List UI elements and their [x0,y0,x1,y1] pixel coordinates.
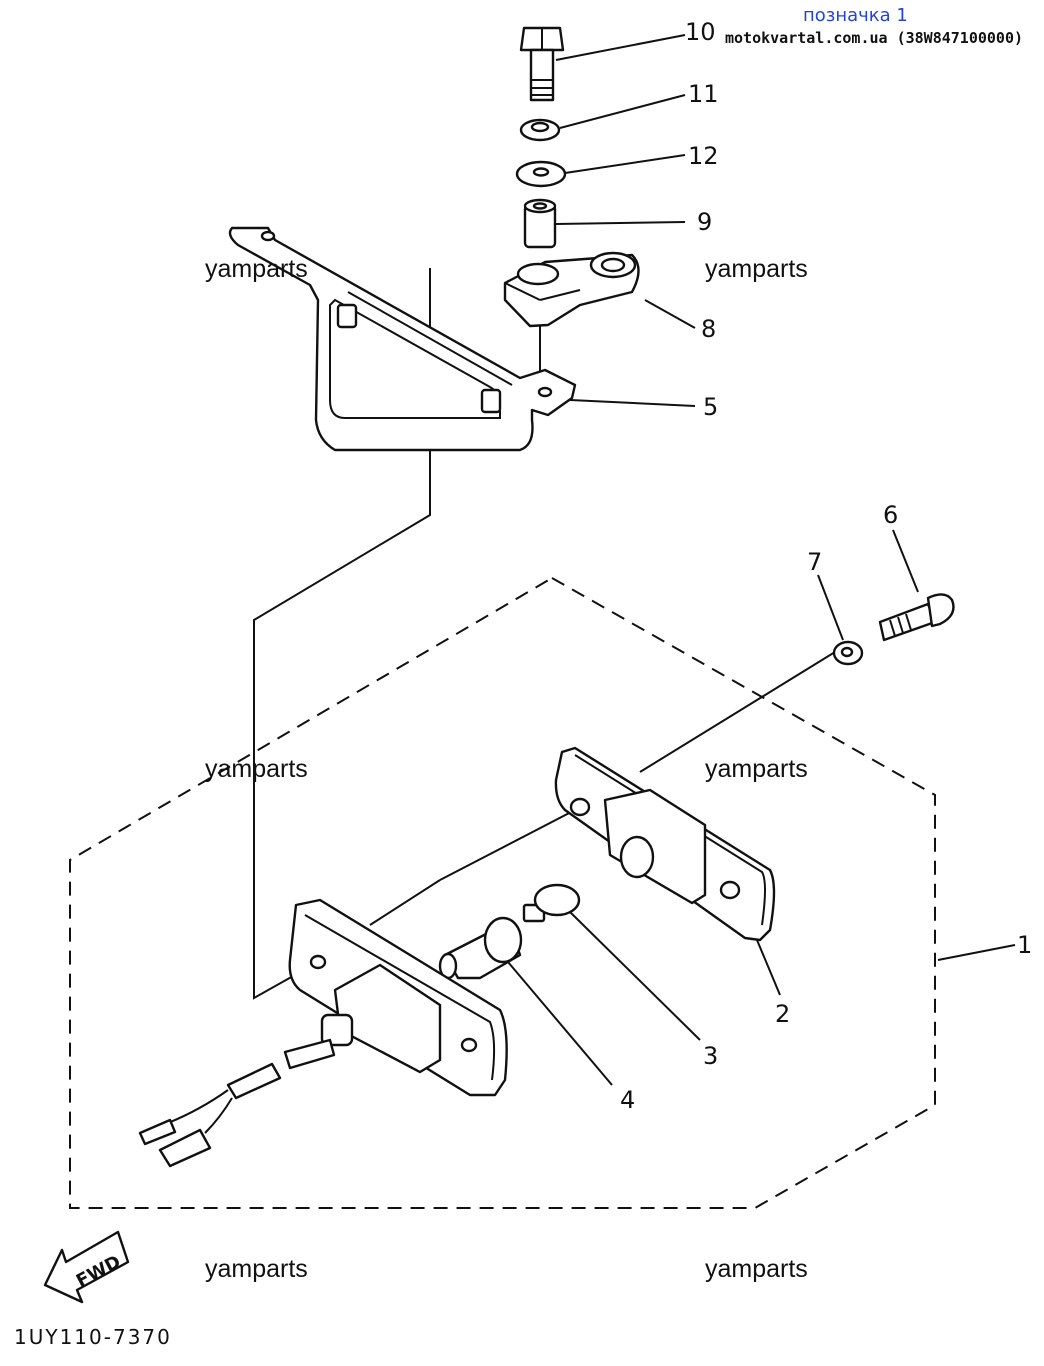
bracket-icon [228,226,577,452]
washer-icon [832,640,864,666]
watermark: yamparts [705,755,808,783]
assembly-boundary [69,576,936,1209]
socket-icon [438,916,523,980]
fwd-arrow-icon: FWD [43,1230,130,1304]
hex-bolt-icon [519,26,565,102]
part-label-2: 2 [775,1000,790,1028]
part-label-12: 12 [688,142,719,170]
lock-washer-icon [519,118,561,142]
header-subtitle: motokvartal.com.ua (38W847100000) [725,29,1024,47]
screw-icon [878,593,955,642]
alignment-line-lens [369,879,441,926]
part-label-7: 7 [807,548,822,576]
part-label-4: 4 [620,1086,635,1114]
leader-lines [507,34,1016,1086]
watermark: yamparts [205,255,308,283]
part-label-10: 10 [685,18,716,46]
part-label-8: 8 [701,315,716,343]
lens-icon [554,746,776,942]
watermark: yamparts [705,255,808,283]
collar-icon [523,198,557,249]
watermark: yamparts [205,755,308,783]
stay-link-icon [503,251,640,328]
part-label-1: 1 [1017,931,1032,959]
watermark: yamparts [705,1255,808,1283]
alignment-line-screw [639,651,836,773]
part-label-5: 5 [703,393,718,421]
part-label-6: 6 [883,501,898,529]
part-label-11: 11 [688,80,719,108]
header-title: позначка 1 [803,5,908,26]
side-marker-housing [288,898,508,1097]
wire-harness [138,1038,336,1168]
part-label-9: 9 [697,208,712,236]
alignment-line-socket [439,809,576,881]
watermark: yamparts [205,1255,308,1283]
diagram-code: 1UY110-7370 [14,1325,172,1349]
part-label-3: 3 [703,1042,718,1070]
bulb-icon [522,883,581,923]
flat-washer-icon [515,160,567,188]
